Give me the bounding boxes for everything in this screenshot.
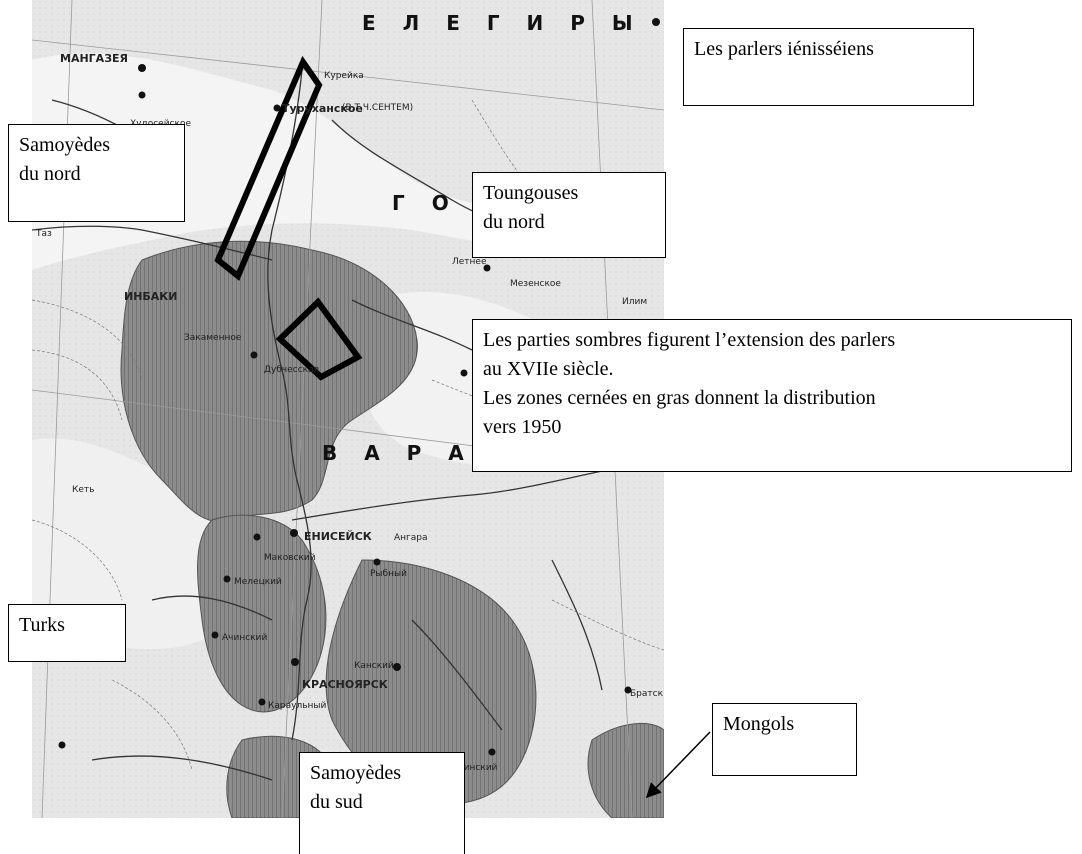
callout-legend-line-1: Les parties sombres figurent l’extension… (483, 329, 896, 351)
callout-ienisseiens: Les parlers iénisséiens (683, 28, 974, 106)
distribution-outline-central (275, 297, 363, 381)
callout-ienisseiens-line-1: Les parlers iénisséiens (694, 38, 874, 60)
callout-samoyedes-nord-line-2: du nord (19, 163, 81, 185)
callout-toungouses-nord-line-1: Toungouses (483, 182, 579, 204)
callout-legend-line-4: vers 1950 (483, 416, 562, 438)
label-achinskii: Ачинский (222, 633, 267, 643)
callout-legend: Les parties sombres figurent l’extension… (472, 319, 1072, 472)
label-udinskii: Удинский (452, 763, 498, 773)
callout-mongols: Mongols (712, 703, 857, 776)
callout-toungouses-nord-line-2: du nord (483, 211, 545, 233)
label-vt-chsentem: (В.Т.Ч.СЕНТЕМ) (342, 103, 413, 113)
label-rybnyi: Рыбный (370, 569, 407, 579)
callout-turks-line-1: Turks (19, 614, 65, 636)
callout-samoyedes-sud-line-1: Samoyèdes (310, 762, 402, 784)
label-dubchesskaya: Дубчесская (264, 365, 319, 375)
callout-toungouses-nord: Toungouses du nord (472, 172, 666, 258)
label-mezenskoe: Мезенское (510, 279, 561, 289)
label-ket: Кеть (72, 485, 94, 495)
settlements (58, 18, 660, 756)
label-kureika: Курейка (324, 71, 364, 81)
label-ilim: Илим (622, 297, 647, 307)
label-letnee: Летнее (452, 257, 487, 267)
label-makovskii: Маковский (264, 553, 316, 563)
label-zakamennoe: Закаменное (184, 333, 242, 343)
label-taz: Таз (35, 229, 52, 239)
label-turukhanskoe: Туруханское (282, 102, 363, 115)
callout-mongols-line-1: Mongols (723, 713, 795, 735)
dark-area-southeast (587, 722, 664, 818)
callout-samoyedes-sud: Samoyèdes du sud (299, 752, 465, 854)
label-inbaki: ИНБАКИ (124, 290, 178, 303)
callout-samoyedes-nord-line-1: Samoyèdes (19, 134, 111, 156)
dark-area-south (325, 559, 537, 805)
label-eniseisk: ЕНИСЕЙСК (304, 530, 372, 543)
label-vara: В А Р А (322, 441, 474, 465)
label-elegiry: Е Л Е Г И Р Ы (362, 11, 643, 35)
distribution-outline-north (214, 55, 323, 281)
dark-area-yenisei-north (120, 240, 418, 523)
callout-legend-line-3: Les zones cernées en gras donnent la dis… (483, 387, 876, 409)
label-bratsk: Братск (630, 689, 664, 699)
callout-turks: Turks (8, 604, 126, 662)
callout-samoyedes-nord: Samoyèdes du nord (8, 124, 185, 222)
label-mangazeya: МАНГАЗЕЯ (60, 52, 128, 65)
label-kanskii: Канский (354, 661, 394, 671)
label-angara: Ангара (394, 533, 428, 543)
label-meletskii: Мелецкий (234, 577, 282, 587)
label-krasnoyarsk: КРАСНОЯРСК (302, 678, 388, 691)
callout-legend-line-2: au XVIIe siècle. (483, 358, 614, 380)
label-karaulnyi: Караульный (268, 701, 327, 711)
callout-samoyedes-sud-line-2: du sud (310, 791, 363, 813)
